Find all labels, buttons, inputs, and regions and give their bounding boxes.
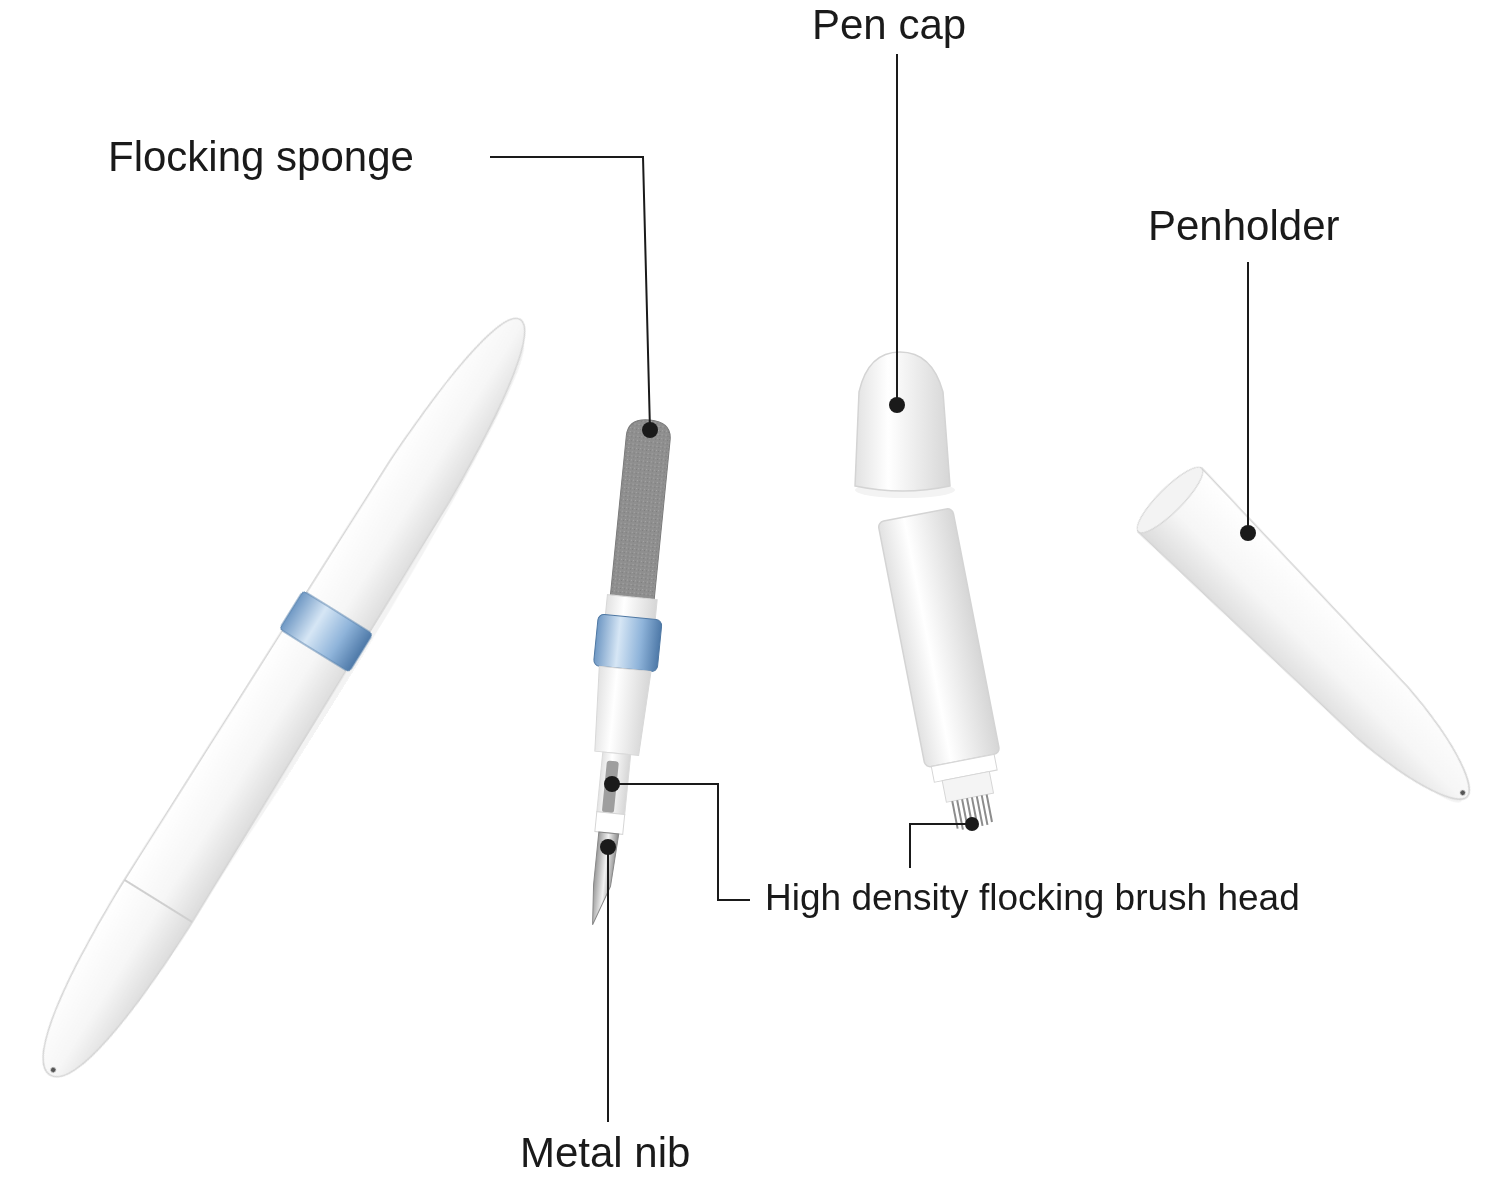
penholder-opening bbox=[1130, 460, 1211, 541]
brush-module bbox=[878, 508, 1013, 835]
penholder-body bbox=[1138, 468, 1499, 829]
leader-dot bbox=[1240, 525, 1256, 541]
leader-line bbox=[607, 847, 609, 1122]
leader-line bbox=[910, 824, 972, 868]
leader-dot bbox=[642, 422, 658, 438]
penholder bbox=[1130, 460, 1499, 829]
pen-body bbox=[16, 298, 554, 1096]
brush-step bbox=[942, 772, 993, 803]
part-label: Pen cap bbox=[812, 2, 966, 48]
part-label: Penholder bbox=[1148, 203, 1339, 249]
blue-ring bbox=[593, 614, 662, 672]
leader-line bbox=[612, 784, 750, 900]
leader-dot bbox=[600, 839, 616, 855]
leader-dot bbox=[965, 817, 979, 831]
leader-line bbox=[1247, 262, 1249, 533]
flocking-sponge bbox=[610, 418, 672, 603]
leader-line bbox=[490, 157, 650, 430]
blue-ring bbox=[279, 591, 372, 673]
nib-holder bbox=[595, 812, 625, 835]
pen-seam bbox=[124, 880, 192, 922]
leader-dot bbox=[604, 776, 620, 792]
part-label: High density flocking brush head bbox=[765, 878, 1300, 919]
penholder-tip-hole bbox=[1459, 789, 1466, 796]
leader-line bbox=[896, 54, 898, 405]
part-label: Metal nib bbox=[520, 1130, 690, 1176]
leader-dot bbox=[889, 397, 905, 413]
assembled-pen bbox=[15, 298, 555, 1097]
leader-dots bbox=[600, 397, 1256, 855]
pen-tip-hole bbox=[50, 1066, 57, 1073]
pen-cap bbox=[855, 352, 950, 491]
leader-lines bbox=[490, 54, 1248, 1122]
metal-nib bbox=[590, 832, 619, 927]
part-label: Flocking sponge bbox=[108, 134, 414, 180]
insert-body bbox=[591, 666, 651, 756]
brush-bristles bbox=[952, 794, 992, 830]
cleaning-insert bbox=[568, 417, 682, 929]
brush-body bbox=[878, 508, 1000, 768]
